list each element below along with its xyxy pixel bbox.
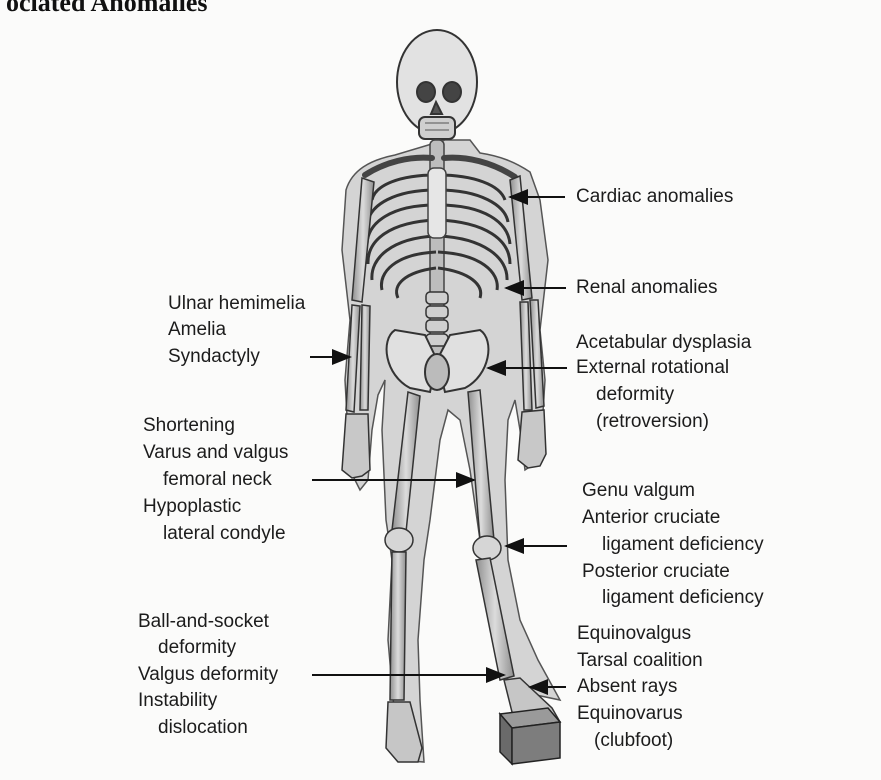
label-dislocation: dislocation (138, 716, 248, 740)
label-ball-and-socket: Ball-and-socket (138, 610, 269, 634)
label-ulnar-hemimelia: Ulnar hemimelia (168, 292, 305, 316)
label-femoral-neck: femoral neck (143, 468, 272, 492)
label-varus-valgus: Varus and valgus (143, 441, 288, 465)
label-equinovarus: Equinovarus (577, 702, 683, 726)
label-clubfoot: (clubfoot) (577, 729, 673, 753)
label-equinovalgus: Equinovalgus (577, 622, 691, 646)
label-tarsal-coalition: Tarsal coalition (577, 649, 703, 673)
label-syndactyly: Syndactyly (168, 345, 260, 369)
label-renal: Renal anomalies (576, 276, 718, 300)
label-amelia: Amelia (168, 318, 226, 342)
label-retroversion: (retroversion) (576, 410, 709, 434)
label-instability: Instability (138, 689, 217, 713)
label-deformity-ankle: deformity (138, 636, 236, 660)
label-posterior-cruciate: Posterior cruciate (582, 560, 730, 584)
label-external-rotational: External rotational (576, 356, 729, 380)
label-genu-valgum: Genu valgum (582, 479, 695, 503)
skull (397, 30, 477, 139)
label-anterior-cruciate: Anterior cruciate (582, 506, 720, 530)
label-cardiac: Cardiac anomalies (576, 185, 733, 209)
label-hypoplastic: Hypoplastic (143, 495, 241, 519)
support-block (500, 708, 560, 764)
label-deformity-hip: deformity (576, 383, 674, 407)
label-valgus-deformity: Valgus deformity (138, 663, 278, 687)
sternum (428, 168, 446, 238)
label-shortening: Shortening (143, 414, 235, 438)
label-acetabular-dysplasia: Acetabular dysplasia (576, 331, 751, 355)
label-pcl-deficiency: ligament deficiency (582, 586, 764, 610)
label-acl-deficiency: ligament deficiency (582, 533, 764, 557)
label-absent-rays: Absent rays (577, 675, 677, 699)
label-lateral-condyle: lateral condyle (143, 522, 286, 546)
